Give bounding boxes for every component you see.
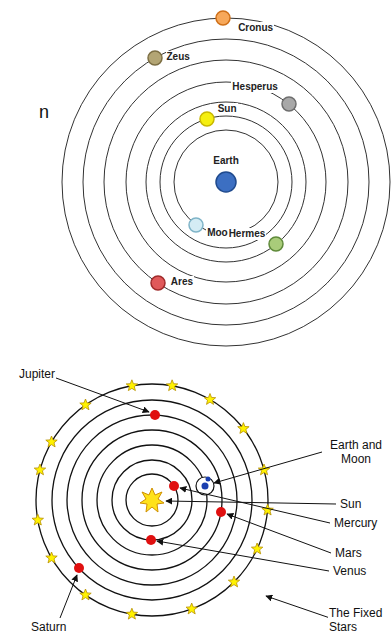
planet-callout: Earth and Moon [324,438,388,466]
planet-circle [215,10,231,26]
planet-node: Hesperus [281,96,297,112]
star-symbol [32,514,43,525]
star-symbol [238,423,249,434]
saturn-dot [74,563,84,573]
planet-callout: The Fixed Stars [328,606,388,634]
earth-dot [202,483,209,490]
star-symbol [186,603,197,614]
planet-label: Cronus [237,22,274,34]
planet-node: Zeus [147,50,163,66]
star-symbol [34,464,46,475]
planet-label: Hesperus [231,81,279,93]
planet-label: Ares [170,276,194,288]
planet-circle [150,275,166,291]
star-symbol [80,399,91,410]
sun-symbol [140,488,164,512]
planet-circle [147,50,163,66]
planet-node: Sun [199,111,215,127]
star-symbol [46,436,57,447]
planet-circle [188,217,204,233]
geocentric-orbits [62,18,390,346]
slide-text-fragment: n [38,102,50,122]
jupiter-dot [150,410,160,420]
planet-circle [281,96,297,112]
fixed-stars [32,380,273,619]
planet-circle [199,111,215,127]
moon-dot [206,477,211,482]
star-symbol [126,608,137,619]
planet-callout: Saturn [30,620,67,634]
planet-node: Moon [188,217,204,233]
star-symbol [80,589,91,600]
planet-callout: Mercury [333,516,378,530]
star-symbol [46,552,57,563]
mercury-dot [169,481,179,491]
planet-circle [215,171,237,193]
mars-dot [216,507,226,517]
planet-label: Zeus [166,51,191,63]
planet-callout: Mars [334,546,363,560]
planet-callout: Jupiter [18,367,56,381]
planet-node: Hermes [268,236,284,252]
planet-label: Sun [217,103,238,115]
leader-lines [56,378,336,618]
planet-node: Earth [215,171,237,193]
planet-label: Earth [212,155,240,167]
planet-circle [268,236,284,252]
star-symbol [126,380,137,391]
venus-dot [146,535,156,545]
star-symbol [228,576,239,587]
planet-callout: Sun [339,497,362,511]
star-symbol [166,380,177,391]
star-symbol [251,543,262,554]
planet-callout: Venus [332,564,367,578]
star-symbol [204,394,215,405]
planet-node: Ares [150,275,166,291]
planet-node: Cronus [215,10,231,26]
planet-label: Hermes [228,228,267,240]
